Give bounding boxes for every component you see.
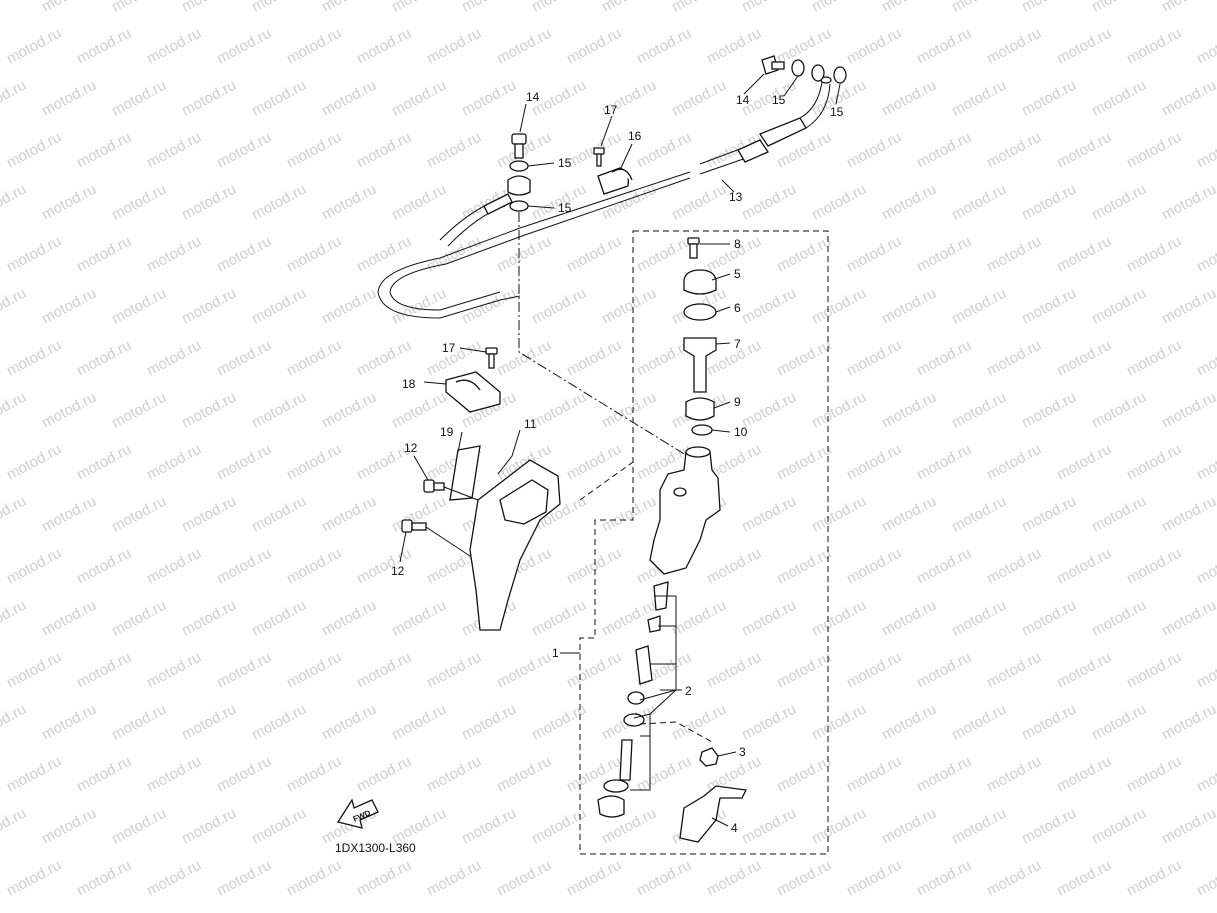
callout-12-lower: 12 [391, 564, 405, 578]
banjo-bolt-upper [761, 55, 785, 75]
hose-clamp-upper [597, 167, 633, 195]
master-cylinder-body [649, 451, 721, 575]
callout-6: 6 [734, 301, 741, 315]
callout-5: 5 [734, 267, 741, 281]
push-rod-circlip [603, 779, 629, 793]
footrest-bracket [469, 459, 561, 631]
callout-3: 3 [739, 745, 746, 759]
clamp-screw-lower [485, 347, 498, 369]
bracket-inner [499, 479, 549, 525]
washer-left-1 [509, 160, 529, 172]
washer-left-2 [509, 200, 529, 212]
reservoir-cap [683, 269, 717, 295]
callout-15-right-1: 15 [772, 93, 786, 107]
callout-labels: 1 2 3 4 5 6 7 8 9 10 11 12 12 13 14 14 1… [391, 90, 844, 835]
push-rod-boot [597, 795, 625, 818]
callout-11: 11 [524, 417, 537, 431]
diagram-code: 1DX1300-L360 [335, 841, 416, 855]
callout-17-upper: 17 [604, 103, 618, 117]
forward-arrow: FWD [336, 798, 379, 829]
callout-8: 8 [734, 237, 741, 251]
reservoir-boot [685, 397, 715, 421]
reservoir-bolt [687, 237, 700, 259]
clevis [679, 785, 747, 843]
callout-15-left-upper: 15 [558, 156, 572, 170]
reservoir-diaphragm-body [683, 337, 717, 393]
brake-hose [377, 76, 832, 319]
kit-bracket-lines [630, 595, 677, 791]
piston-cup [647, 615, 661, 633]
washer-upper-1 [791, 59, 805, 77]
callout-1: 1 [552, 646, 559, 660]
callout-16: 16 [628, 129, 642, 143]
sub-assembly-outline [579, 461, 634, 501]
piston-seal [627, 691, 645, 705]
hose-banjo-fitting [507, 175, 531, 196]
banjo-bolt-left [511, 133, 527, 159]
leader-lines [399, 73, 841, 827]
bracket-bolt-lower [401, 519, 427, 533]
reservoir-circlip [691, 424, 713, 436]
callout-9: 9 [734, 395, 741, 409]
push-rod [619, 739, 633, 781]
hose-clamp-lower [445, 371, 501, 413]
callout-14-left: 14 [526, 90, 540, 104]
reservoir-diaphragm [683, 303, 717, 321]
locknut [699, 747, 719, 767]
piston [635, 645, 653, 685]
callout-15-right-2: 15 [830, 105, 844, 119]
washer-upper-2 [811, 64, 825, 82]
assembly-outline-1 [579, 230, 829, 855]
caution-label [449, 445, 481, 501]
callout-15-left-lower: 15 [558, 201, 572, 215]
callout-18: 18 [402, 377, 416, 391]
clamp-screw-upper [593, 147, 605, 167]
callout-4: 4 [731, 821, 738, 835]
callout-2: 2 [685, 684, 692, 698]
callout-14-right: 14 [736, 93, 750, 107]
callout-13: 13 [729, 190, 743, 204]
centerline-bolt [518, 212, 695, 461]
callout-19: 19 [440, 425, 454, 439]
callout-12-upper: 12 [404, 441, 418, 455]
callout-7: 7 [734, 337, 741, 351]
callout-17-lower: 17 [442, 341, 456, 355]
callout-10: 10 [734, 425, 748, 439]
bracket-bolt-upper [423, 479, 445, 493]
washer-upper-3 [833, 66, 847, 84]
